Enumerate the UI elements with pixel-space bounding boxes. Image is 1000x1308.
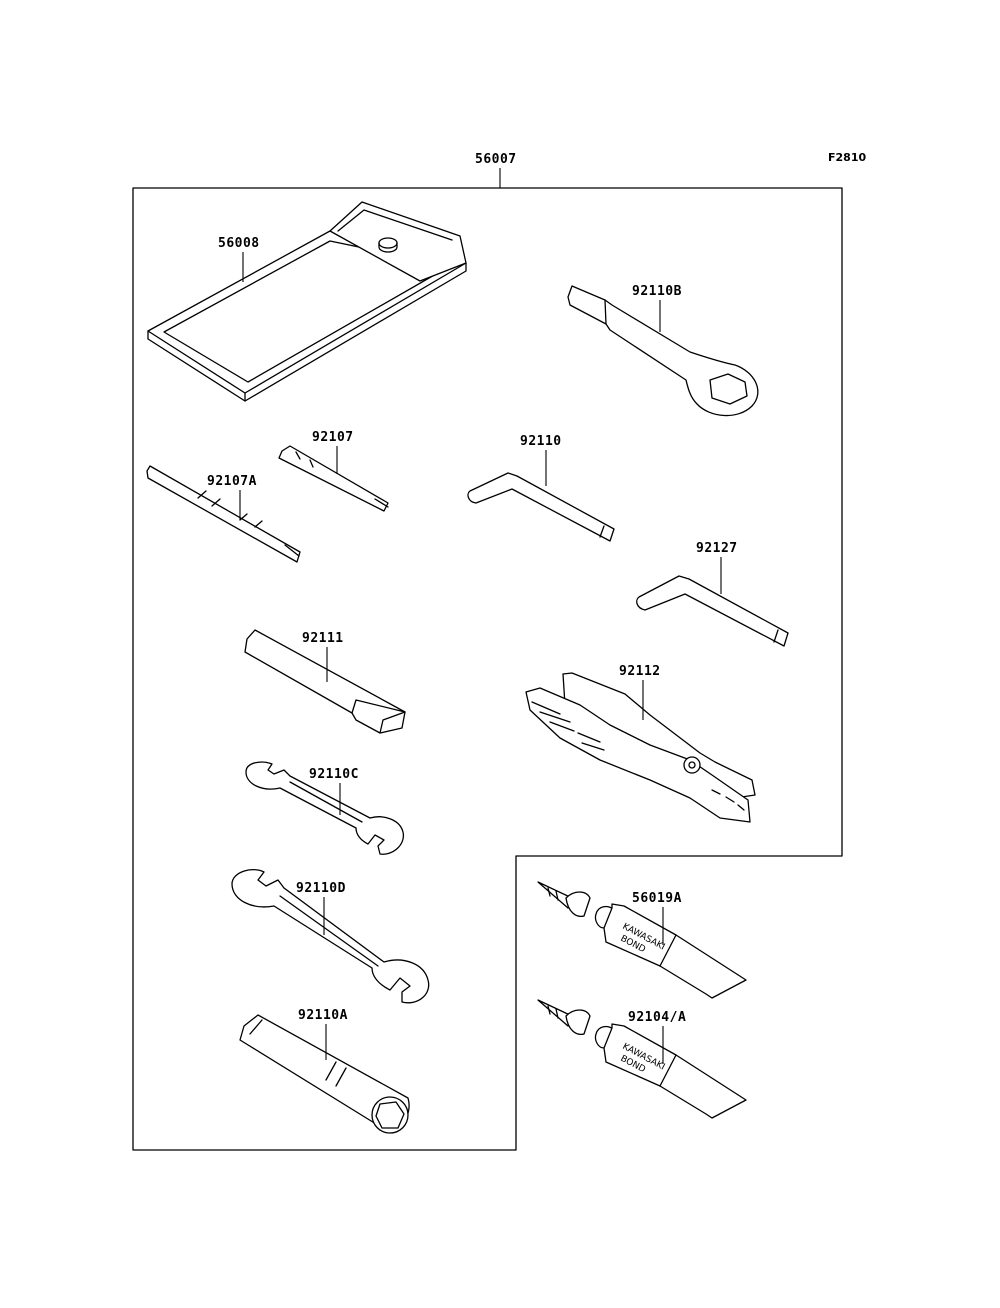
kit-outline-frame [132,187,843,1151]
part-label-92110C[interactable]: 92110C [309,767,359,782]
part-label-92107[interactable]: 92107 [312,430,354,445]
pliers-drawing [525,672,756,823]
part-label-92110D[interactable]: 92110D [296,881,346,896]
figure-id: F2810 [828,151,866,164]
extension-bar-drawing [244,629,406,734]
part-label-92127[interactable]: 92127 [696,541,738,556]
part-label-92111[interactable]: 92111 [302,631,344,646]
part-label-92110A[interactable]: 92110A [298,1008,348,1023]
hex-key-b-drawing [636,575,789,647]
part-label-56008[interactable]: 56008 [218,236,260,251]
open-wrench-d-drawing [231,869,430,1004]
tool-case-drawing [147,201,467,402]
box-wrench-drawing [239,1014,410,1134]
bond-tube-b-drawing: KAWASAKI BOND [537,999,747,1119]
screwdriver-drawing [278,445,389,512]
part-label-92104A[interactable]: 92104/A [628,1010,686,1025]
open-wrench-c-drawing [245,761,405,855]
bond-tube-a-drawing: KAWASAKI BOND [537,881,747,999]
part-label-92107A[interactable]: 92107A [207,474,257,489]
part-label-56019A[interactable]: 56019A [632,891,682,906]
part-label-92110B[interactable]: 92110B [632,284,682,299]
part-label-56007[interactable]: 56007 [475,152,517,167]
part-label-92112[interactable]: 92112 [619,664,661,679]
ring-wrench-drawing [567,285,759,417]
hex-key-drawing [467,472,615,542]
double-screwdriver-drawing [146,465,301,563]
part-label-92110[interactable]: 92110 [520,434,562,449]
